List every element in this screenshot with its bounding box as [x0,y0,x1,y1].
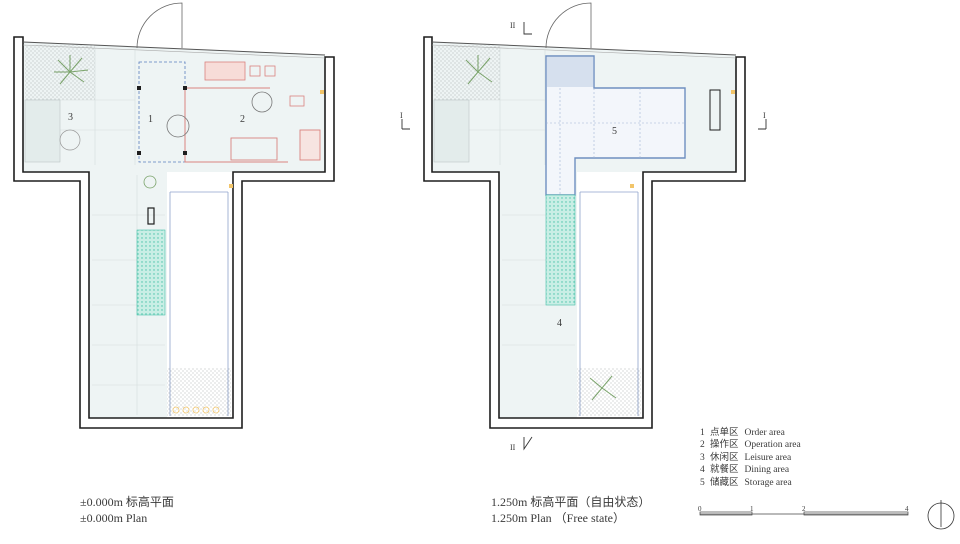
stool-icon [264,65,276,77]
glazing-line [22,41,326,56]
stool-icon [249,65,261,77]
scale-bar [699,511,909,516]
scale-tick-2: 2 [802,505,806,513]
caption-left-en: ±0.000m Plan [80,511,148,525]
area-label-5: 5 [612,126,617,137]
plant-icon [465,55,493,85]
column-markers [137,86,187,155]
section-label-ii-top: II [510,21,516,30]
section-label-i-left: I [400,111,403,120]
scale-tick-1: 1 [750,505,754,513]
section-label-ii-bottom: II [510,443,516,452]
plant-icon [143,175,157,189]
section-label-i-right: I [763,111,766,120]
person-icon [59,129,81,151]
exterior-wall-left [13,36,335,429]
caption-right-cn: 1.250m 标高平面（自由状态） [491,495,651,509]
stair-left [136,229,166,316]
caption-left-cn: ±0.000m 标高平面 [80,495,174,509]
north-arrow-icon [927,500,955,530]
planting-bed-top [434,45,500,100]
area-label-1: 1 [148,114,153,125]
glazing-line [431,41,737,56]
scale-tick-4: 4 [905,505,909,513]
person-icon [166,114,190,138]
floor-left [23,42,325,418]
section-mark-ii-top [523,22,532,35]
stair-right [545,194,576,306]
caption-right-en: 1.250m Plan （Free state） [491,511,625,525]
scale-tick-0: 0 [698,505,702,513]
section-mark-i-left [401,119,410,130]
light-marker [229,184,233,188]
person-icon [251,91,273,113]
plan-left [13,2,335,429]
window-frame [709,89,721,131]
sink-icon [230,137,278,161]
fridge-icon [299,129,321,161]
entrance-door [136,2,183,49]
service-counter [184,87,288,163]
appliance-icon [289,95,305,107]
planting-bed-bottom [577,368,641,416]
area-label-3: 3 [68,112,73,123]
light-marker [320,90,324,94]
area-label-4: 4 [557,318,562,329]
section-mark-i-right [758,119,767,130]
leisure-seat [24,99,61,163]
entrance-door [545,2,592,49]
plant-icon [589,375,617,401]
plan-right [401,2,767,451]
section-mark-ii-bottom [523,436,533,451]
machine-icon [204,61,246,81]
post-marker [147,207,155,225]
planting-bed-bottom [167,368,231,416]
leisure-seat [433,99,470,163]
exterior-wall-right [423,36,746,429]
storage-grid [546,88,685,195]
light-marker [630,184,634,188]
storage-box [547,57,593,87]
plant-icon [54,55,89,85]
light-marker [731,90,735,94]
area-label-2: 2 [240,114,245,125]
light-markers [172,406,220,414]
